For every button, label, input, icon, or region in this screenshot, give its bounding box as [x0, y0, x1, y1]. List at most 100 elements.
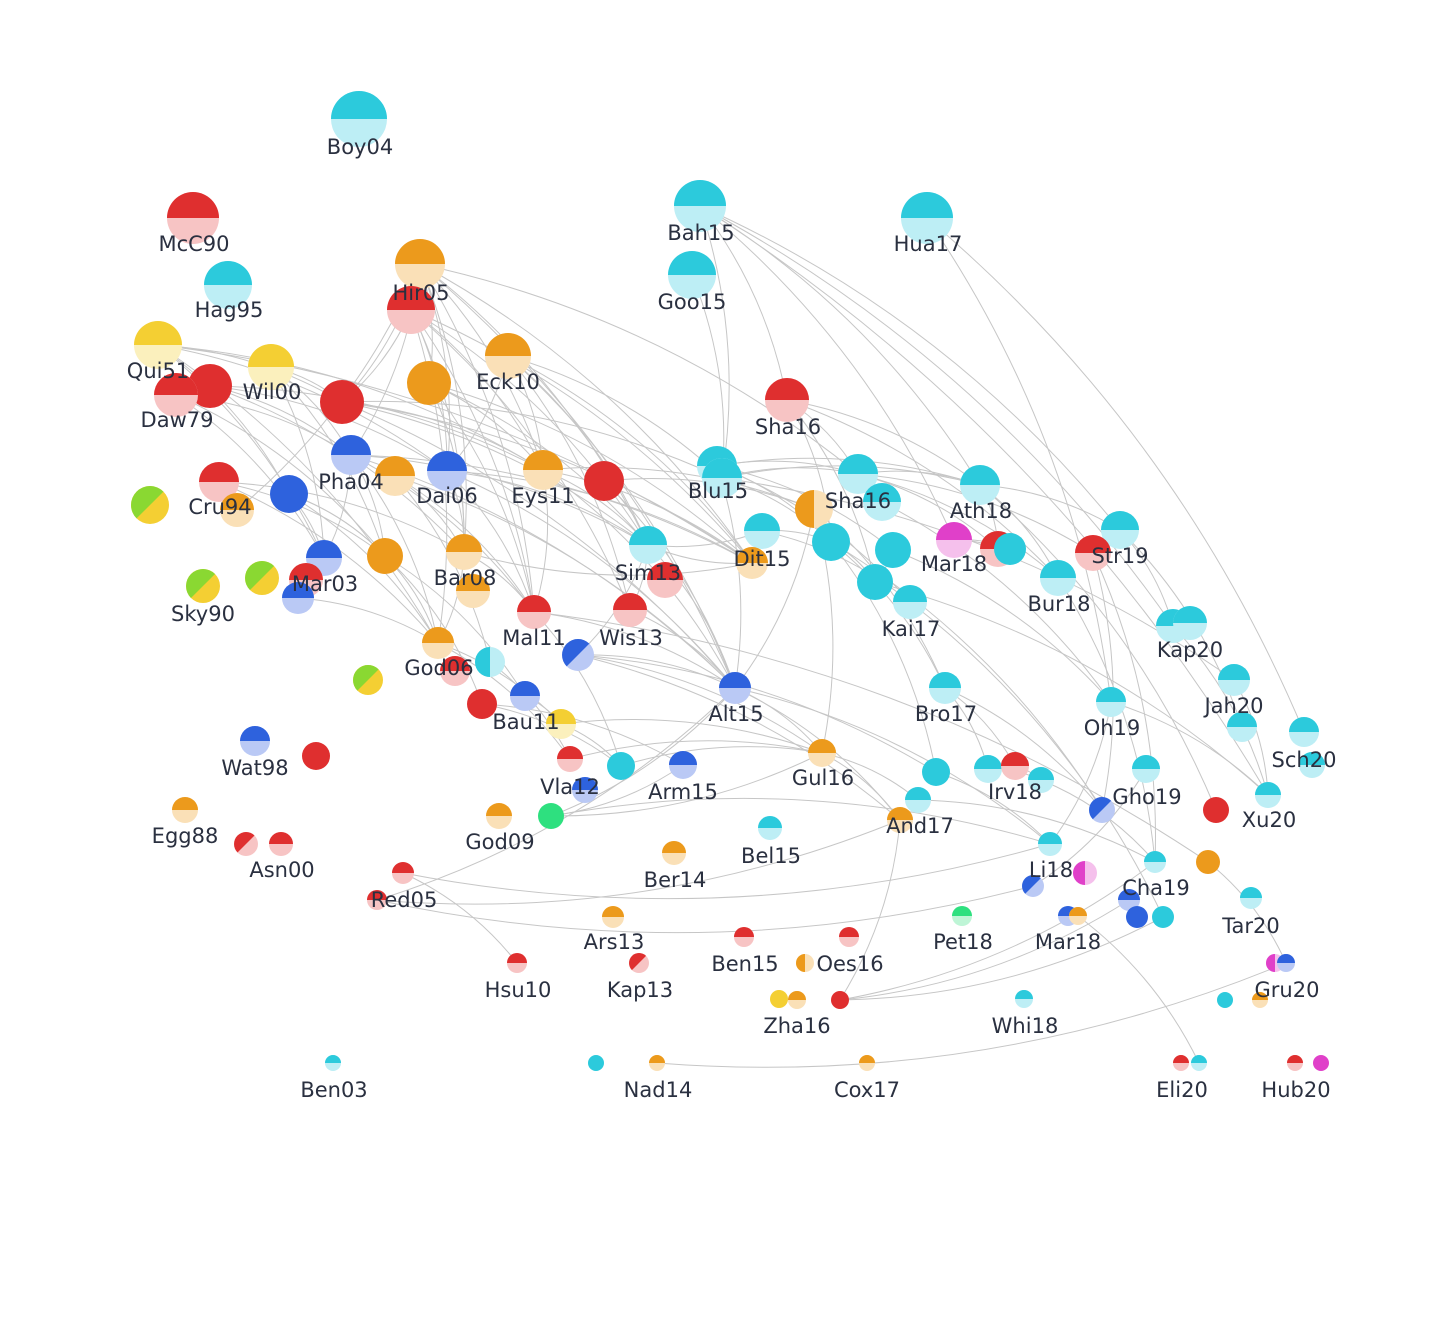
paper-node[interactable] — [220, 493, 254, 527]
paper-node[interactable] — [486, 803, 512, 829]
paper-node[interactable] — [234, 832, 258, 856]
paper-node[interactable] — [808, 739, 836, 767]
paper-node[interactable] — [1015, 990, 1033, 1008]
paper-node[interactable] — [770, 990, 788, 1008]
paper-node[interactable] — [1096, 687, 1126, 717]
paper-node[interactable] — [1101, 511, 1139, 549]
paper-node[interactable] — [245, 561, 279, 595]
paper-node[interactable] — [1075, 535, 1111, 571]
paper-node[interactable] — [1022, 875, 1044, 897]
paper-node[interactable] — [647, 562, 683, 598]
paper-node[interactable] — [1126, 906, 1148, 928]
paper-node[interactable] — [719, 672, 751, 704]
paper-node[interactable] — [1313, 1055, 1329, 1071]
paper-node[interactable] — [1173, 1055, 1189, 1071]
paper-node[interactable] — [588, 1055, 604, 1071]
paper-node[interactable] — [325, 1055, 341, 1071]
paper-node[interactable] — [392, 862, 414, 884]
paper-node[interactable] — [662, 841, 686, 865]
paper-node[interactable] — [562, 639, 594, 671]
paper-node[interactable] — [1038, 832, 1062, 856]
paper-node[interactable] — [485, 333, 531, 379]
paper-node[interactable] — [186, 569, 220, 603]
paper-node[interactable] — [1173, 606, 1207, 640]
paper-node[interactable] — [282, 582, 314, 614]
paper-node[interactable] — [1152, 906, 1174, 928]
paper-node[interactable] — [857, 564, 893, 600]
paper-node[interactable] — [702, 458, 742, 498]
paper-node[interactable] — [269, 832, 293, 856]
paper-node[interactable] — [1073, 861, 1097, 885]
paper-node[interactable] — [248, 344, 294, 390]
paper-node[interactable] — [572, 777, 598, 803]
paper-node[interactable] — [744, 513, 780, 549]
paper-node[interactable] — [1040, 560, 1076, 596]
paper-node[interactable] — [613, 593, 647, 627]
paper-node[interactable] — [440, 656, 470, 686]
paper-node[interactable] — [1252, 992, 1268, 1008]
paper-node[interactable] — [331, 435, 371, 475]
paper-node[interactable] — [788, 991, 806, 1009]
paper-node[interactable] — [839, 927, 859, 947]
paper-node[interactable] — [546, 709, 576, 739]
paper-node[interactable] — [607, 752, 635, 780]
paper-node[interactable] — [427, 451, 467, 491]
paper-node[interactable] — [922, 758, 950, 786]
paper-node[interactable] — [407, 361, 451, 405]
paper-node[interactable] — [199, 462, 239, 502]
paper-node[interactable] — [154, 373, 198, 417]
paper-node[interactable] — [1028, 767, 1054, 793]
paper-node[interactable] — [875, 532, 911, 568]
paper-node[interactable] — [838, 454, 878, 494]
paper-node[interactable] — [331, 91, 387, 147]
paper-node[interactable] — [1191, 1055, 1207, 1071]
paper-node[interactable] — [422, 627, 454, 659]
paper-node[interactable] — [240, 726, 270, 756]
paper-node[interactable] — [929, 672, 961, 704]
paper-node[interactable] — [167, 192, 219, 244]
paper-node[interactable] — [517, 595, 551, 629]
paper-node[interactable] — [974, 755, 1002, 783]
paper-node[interactable] — [367, 538, 403, 574]
paper-node[interactable] — [375, 456, 415, 496]
paper-node[interactable] — [758, 816, 782, 840]
paper-node[interactable] — [1289, 717, 1319, 747]
paper-node[interactable] — [367, 890, 387, 910]
paper-node[interactable] — [602, 906, 624, 928]
paper-node[interactable] — [395, 239, 445, 289]
paper-node[interactable] — [538, 803, 564, 829]
paper-node[interactable] — [467, 689, 497, 719]
paper-node[interactable] — [893, 585, 927, 619]
paper-node[interactable] — [863, 483, 901, 521]
paper-node[interactable] — [812, 523, 850, 561]
paper-node[interactable] — [510, 681, 540, 711]
paper-node[interactable] — [796, 954, 814, 972]
paper-node[interactable] — [557, 746, 583, 772]
paper-node[interactable] — [668, 251, 716, 299]
paper-node[interactable] — [1069, 907, 1087, 925]
paper-node[interactable] — [795, 490, 833, 528]
paper-node[interactable] — [1218, 664, 1250, 696]
paper-node[interactable] — [831, 991, 849, 1009]
paper-node[interactable] — [1217, 992, 1233, 1008]
paper-node[interactable] — [629, 953, 649, 973]
paper-node[interactable] — [1240, 887, 1262, 909]
paper-node[interactable] — [1089, 797, 1115, 823]
paper-node[interactable] — [584, 461, 624, 501]
paper-node[interactable] — [1277, 954, 1295, 972]
paper-node[interactable] — [994, 533, 1026, 565]
paper-node[interactable] — [507, 953, 527, 973]
paper-node[interactable] — [765, 378, 809, 422]
paper-node[interactable] — [669, 751, 697, 779]
paper-node[interactable] — [952, 906, 972, 926]
paper-node[interactable] — [456, 574, 490, 608]
paper-node[interactable] — [134, 321, 182, 369]
paper-node[interactable] — [960, 465, 1000, 505]
paper-node[interactable] — [1255, 782, 1281, 808]
paper-node[interactable] — [905, 787, 931, 813]
paper-node[interactable] — [353, 665, 383, 695]
paper-node[interactable] — [1118, 889, 1140, 911]
paper-node[interactable] — [674, 180, 726, 232]
paper-node[interactable] — [270, 475, 308, 513]
paper-node[interactable] — [936, 522, 972, 558]
